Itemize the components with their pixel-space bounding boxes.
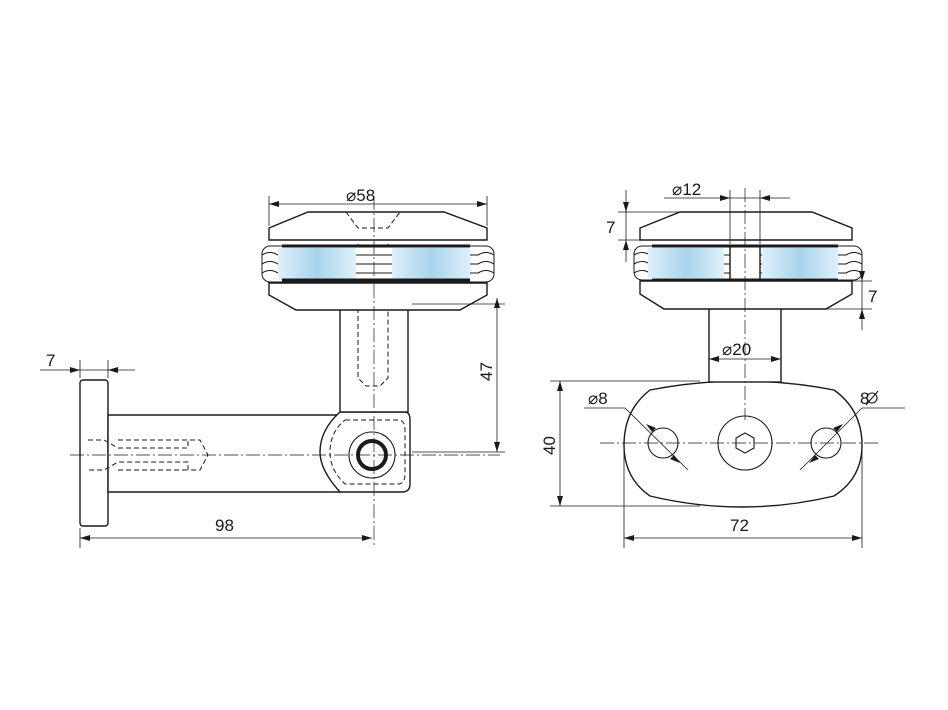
glass-edge-line [261,251,495,256]
bottom-disc [268,282,488,311]
leader-arrow [670,455,680,463]
dim-arrow [624,535,634,541]
joint-hidden-outline [329,419,406,485]
dim-arrow [494,298,500,308]
post-screw-hidden [357,244,389,387]
dim-arrow [623,240,629,250]
top-cap [268,211,488,241]
dim-arrow [623,202,629,212]
front-top-cap [639,211,853,241]
dim-label-flange-thickness: 7 [46,351,55,370]
dim-arrow [720,195,730,201]
dim-arrow [557,496,563,506]
dim-arrow [477,201,487,207]
dim-arrow [859,271,865,281]
dim-arrow [362,535,372,541]
front-view: ⌀12 7 7 ⌀20 ⌀8 8 [540,180,905,548]
dim-label-front-width: 72 [730,516,749,535]
leader-arrow [646,424,656,432]
diameter-symbol-icon [866,392,878,404]
dim-label-pin-diameter: ⌀12 [672,180,701,199]
glass-edge-line [261,269,495,274]
diameter-symbol-icon [865,390,879,406]
dim-arrow [771,356,781,362]
dim-arrow [80,535,90,541]
wall-flange [79,379,109,527]
horizontal-arm [107,414,341,493]
front-bottom-disc [639,280,853,310]
dim-label-post-diameter: ⌀20 [722,340,751,359]
base-plate [623,380,863,508]
dim-arrow [852,535,862,541]
dim-label-height: 47 [477,362,496,381]
dim-arrow [70,367,80,373]
glass-fill-right [392,248,470,280]
glass-edge-line [261,260,495,265]
leader-arrow [833,424,843,432]
leader-arrow [809,455,819,463]
dim-arrow [269,201,279,207]
front-glass-fill-left [648,248,724,278]
glass-fill-left [278,248,356,280]
dim-arrow [108,367,118,373]
dim-label-right-hole: 8 [860,389,869,408]
front-glass-fill-right [762,248,838,278]
hex-socket-icon [735,432,755,454]
dim-label-bottom-thickness: 7 [868,287,877,306]
dim-label-length: 98 [215,516,234,535]
dim-arrow [709,356,719,362]
leader-line [624,407,689,471]
side-view: 7 98 47 ⌀58 [40,186,505,548]
dim-arrow [760,195,770,201]
dim-label-front-height: 40 [540,436,559,455]
dim-label-left-hole: ⌀8 [588,389,608,408]
cap-countersink-hidden [345,211,401,229]
dim-label-top-diameter: ⌀58 [346,186,375,205]
dim-arrow [859,309,865,319]
dim-label-top-thickness: 7 [606,218,615,237]
dim-arrow [494,442,500,452]
dim-arrow [557,381,563,391]
leader-line [799,407,863,471]
